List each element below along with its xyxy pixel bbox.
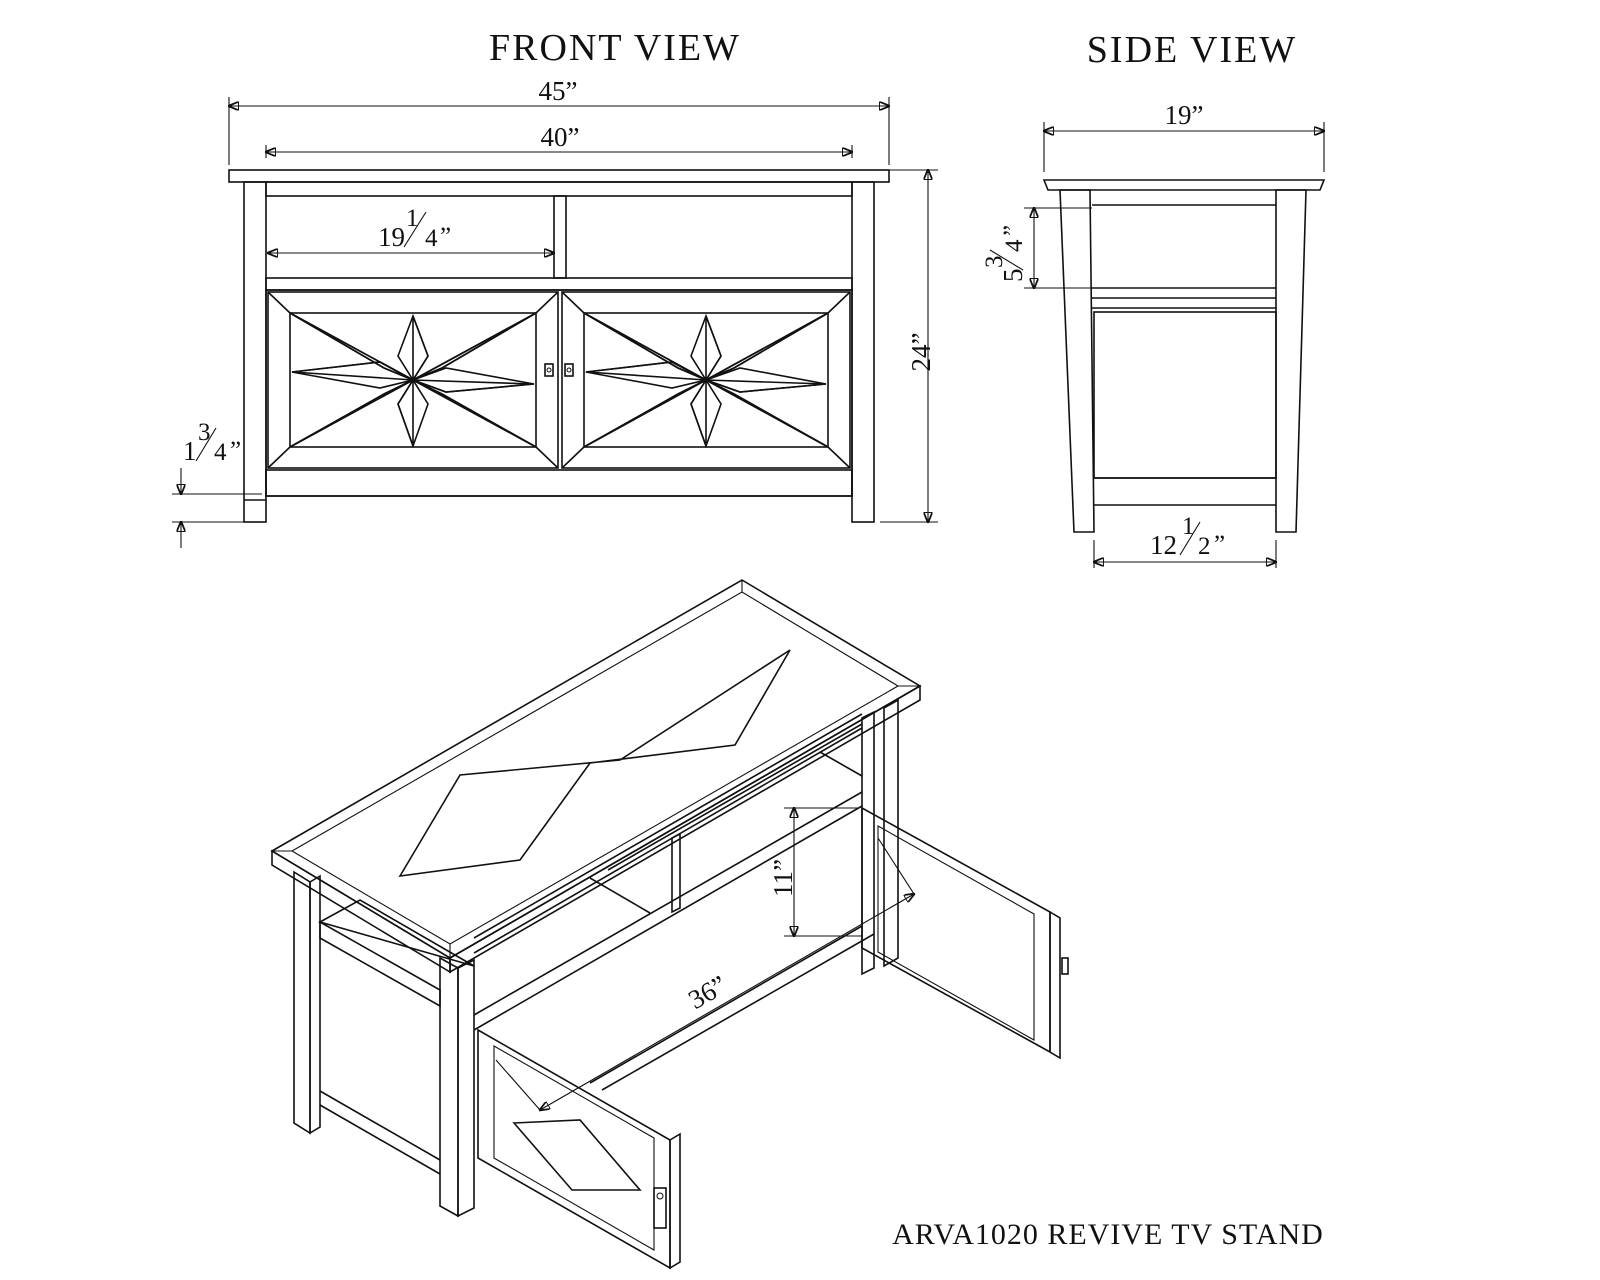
door-handle-left <box>544 363 554 377</box>
iso-left-door <box>477 1028 681 1270</box>
right-door-handle <box>1061 957 1069 975</box>
product-caption: ARVA1020 REVIVE TV STAND <box>892 1218 1324 1251</box>
depth-label: 19” <box>1165 100 1204 130</box>
front-view: FRONT VIEW 45” 40” <box>172 27 938 548</box>
left-door-diamond <box>512 1119 642 1191</box>
dimension-height: 24” <box>880 170 938 522</box>
foot-height-denominator: 4 <box>214 439 227 466</box>
side-panel-hatch <box>1093 311 1277 479</box>
shelf-height-whole: 5 <box>998 269 1028 283</box>
shelf-height-unit: ” <box>999 225 1026 236</box>
inner-depth-whole: 12 <box>1150 530 1177 560</box>
overall-width-label: 45” <box>539 76 578 106</box>
cabinet-height-label: 11” <box>768 859 798 897</box>
side-cabinet <box>1042 179 1326 533</box>
side-view: SIDE VIEW 19” 5 <box>981 29 1326 568</box>
side-view-title: SIDE VIEW <box>1087 29 1297 71</box>
shelf-width-numerator: 1 <box>406 205 419 232</box>
height-label: 24” <box>906 333 936 372</box>
front-cabinet <box>228 169 890 523</box>
starburst-pattern-left <box>289 312 537 449</box>
inner-width-label: 40” <box>541 122 580 152</box>
starburst-pattern-right <box>583 312 829 449</box>
dimension-overall-width: 45” <box>229 76 889 165</box>
isometric-view: 11” 36” <box>270 579 1069 1270</box>
front-view-title: FRONT VIEW <box>489 27 741 69</box>
shelf-width-whole: 19 <box>378 222 405 252</box>
door-handle-right <box>564 363 574 377</box>
dimension-inner-depth: 12 1 2 ” <box>1094 513 1276 568</box>
foot-height-numerator: 3 <box>198 419 211 446</box>
dimension-cabinet-height: 11” <box>768 808 862 936</box>
shelf-height-denominator: 4 <box>1001 239 1028 252</box>
foot-height-whole: 1 <box>183 436 197 466</box>
left-door-handle <box>653 1187 667 1229</box>
dimension-cabinet-width: 36” <box>495 837 914 1110</box>
top-diamond-inlay <box>398 649 791 878</box>
dimension-shelf-height: 5 3 4 ” <box>981 208 1092 288</box>
cabinet-width-label: 36” <box>683 969 732 1014</box>
dimension-depth: 19” <box>1044 100 1324 172</box>
inner-depth-numerator: 1 <box>1182 513 1195 540</box>
foot-height-unit: ” <box>230 437 241 464</box>
shelf-width-unit: ” <box>440 223 451 250</box>
dimension-foot-height: 1 3 4 ” <box>172 419 262 548</box>
inner-depth-unit: ” <box>1214 531 1225 558</box>
shelf-width-denominator: 4 <box>425 225 438 252</box>
iso-right-door <box>861 806 1069 1060</box>
inner-depth-denominator: 2 <box>1198 533 1211 560</box>
shelf-height-numerator: 3 <box>981 256 1008 269</box>
dimension-shelf-width: 19 1 4 ” <box>268 205 554 253</box>
dimension-inner-width: 40” <box>266 122 852 158</box>
